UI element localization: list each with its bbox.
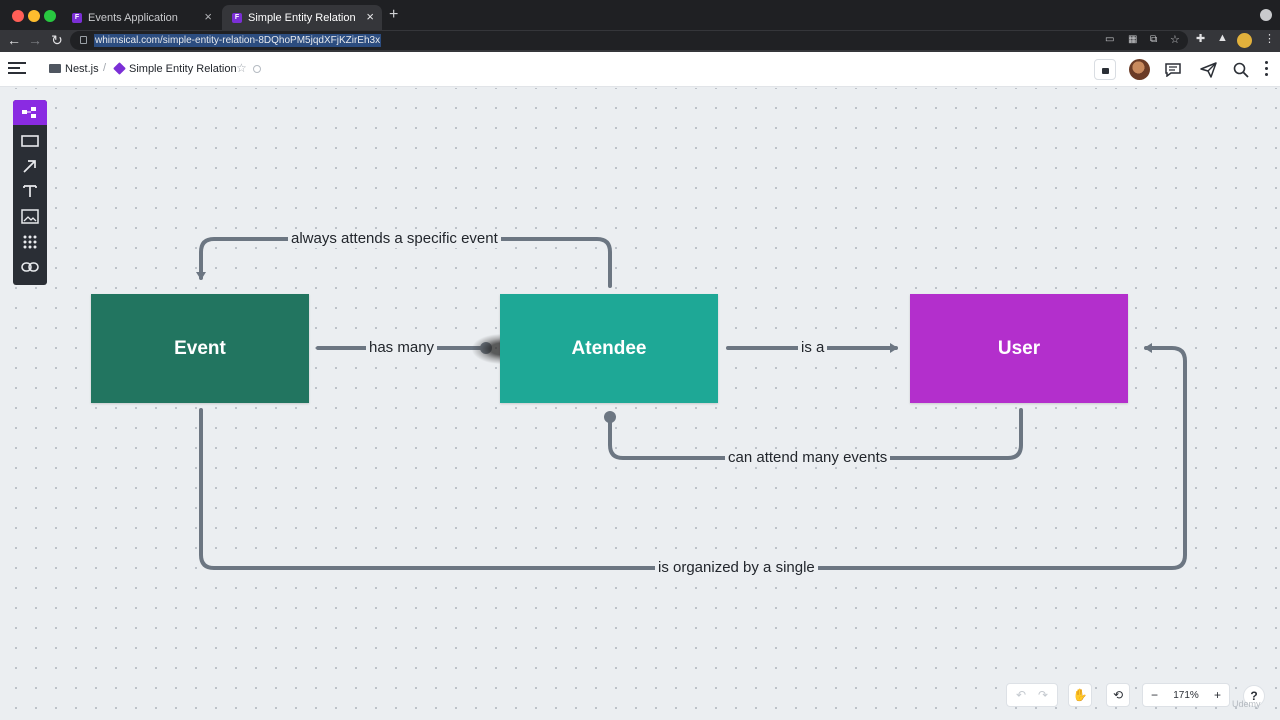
zoom-out-icon[interactable]: −: [1151, 688, 1159, 702]
tool-palette: [13, 100, 47, 285]
hand-icon: ✋: [1072, 688, 1088, 702]
folder-icon: [49, 64, 61, 73]
open-in-app-icon[interactable]: ⧉: [1150, 34, 1158, 45]
edge-label-is-a[interactable]: is a: [798, 339, 828, 357]
bookmark-star-icon[interactable]: ☆: [1170, 34, 1180, 46]
redo-icon[interactable]: ↷: [1038, 688, 1049, 702]
edge-label-has-many[interactable]: has many: [366, 339, 438, 357]
arrow-tool-icon[interactable]: [13, 154, 47, 178]
connector-organized-by: [199, 343, 1187, 570]
lock-board-button[interactable]: [1094, 59, 1116, 80]
extensions-puzzle-icon[interactable]: ✚: [1196, 33, 1206, 45]
close-tab-icon[interactable]: ×: [366, 9, 374, 24]
address-bar[interactable]: whimsical.com/simple-entity-relation-8DQ…: [70, 31, 1188, 50]
udemy-watermark: Udemy: [1232, 699, 1261, 709]
pan-hand-button[interactable]: ✋: [1068, 683, 1092, 707]
flowchart-mode-button[interactable]: [13, 100, 47, 125]
tab-events-application[interactable]: F Events Application ×: [62, 5, 220, 30]
comments-icon[interactable]: [1163, 60, 1183, 80]
avatar[interactable]: [1129, 59, 1150, 80]
undo-redo-group: ↶ ↷: [1006, 683, 1058, 707]
zoom-in-icon[interactable]: +: [1213, 688, 1221, 702]
browser-menu-icon[interactable]: ⋮: [1264, 33, 1275, 45]
search-icon[interactable]: [1231, 60, 1251, 80]
qr-code-icon[interactable]: ▦: [1128, 34, 1138, 45]
breadcrumb-folder[interactable]: Nest.js: [65, 63, 99, 75]
extension-icon[interactable]: ▲: [1217, 32, 1228, 44]
back-arrow-icon[interactable]: ←: [7, 32, 21, 48]
board-canvas[interactable]: [0, 88, 1280, 720]
lock-icon: [80, 36, 87, 44]
cast-icon[interactable]: ▭: [1105, 34, 1115, 45]
tab-search-icon[interactable]: [1260, 9, 1272, 21]
browser-tab-bar: F Events Application × F Simple Entity R…: [0, 0, 1280, 30]
zoom-level[interactable]: 171%: [1173, 689, 1199, 701]
rectangle-tool-icon[interactable]: [13, 129, 47, 153]
grid-shapes-icon[interactable]: [13, 230, 47, 254]
text-tool-icon[interactable]: [13, 179, 47, 203]
edge-label-organized-by[interactable]: is organized by a single: [655, 559, 818, 577]
more-options-icon[interactable]: [1265, 61, 1269, 79]
app-header: Nest.js / Simple Entity Relation ☆: [0, 52, 1280, 87]
node-event[interactable]: Event: [91, 294, 309, 403]
node-user[interactable]: User: [910, 294, 1128, 403]
forward-arrow-icon[interactable]: →: [28, 32, 42, 48]
url-text[interactable]: whimsical.com/simple-entity-relation-8DQ…: [94, 34, 382, 47]
maximize-window-button[interactable]: [44, 10, 56, 22]
tab-simple-entity-relation[interactable]: F Simple Entity Relation ×: [222, 5, 382, 30]
history-button[interactable]: ⟲: [1106, 683, 1130, 707]
favorite-star-icon[interactable]: ☆: [236, 61, 247, 75]
profile-avatar[interactable]: [1237, 33, 1252, 48]
sidebar-toggle-icon[interactable]: [8, 62, 26, 76]
share-send-icon[interactable]: [1198, 60, 1218, 80]
breadcrumb-separator: /: [103, 62, 107, 74]
reload-icon[interactable]: ↻: [51, 32, 63, 48]
browser-toolbar: ← → ↻ whimsical.com/simple-entity-relati…: [0, 30, 1280, 52]
document-title[interactable]: Simple Entity Relation: [129, 63, 237, 75]
connector-endpoint-dot: [604, 411, 616, 423]
node-atendee[interactable]: Atendee: [500, 294, 718, 403]
tab-label: Events Application: [88, 11, 178, 24]
tab-label: Simple Entity Relation: [248, 11, 356, 24]
zoom-control: − 171% +: [1142, 683, 1230, 707]
close-tab-icon[interactable]: ×: [204, 9, 212, 24]
minimize-window-button[interactable]: [28, 10, 40, 22]
link-tool-icon[interactable]: [13, 255, 47, 279]
edge-label-can-attend[interactable]: can attend many events: [725, 449, 891, 467]
image-tool-icon[interactable]: [13, 204, 47, 228]
edge-label-always-attends[interactable]: always attends a specific event: [288, 230, 501, 248]
undo-icon[interactable]: ↶: [1015, 688, 1026, 702]
close-window-button[interactable]: [12, 10, 24, 22]
sync-status-icon: [253, 65, 261, 73]
history-icon: ⟲: [1112, 688, 1124, 702]
new-tab-icon[interactable]: +: [389, 6, 399, 23]
whimsical-favicon-icon: F: [72, 12, 82, 23]
help-button[interactable]: ?: [1243, 685, 1265, 707]
whimsical-favicon-icon: F: [232, 12, 242, 23]
